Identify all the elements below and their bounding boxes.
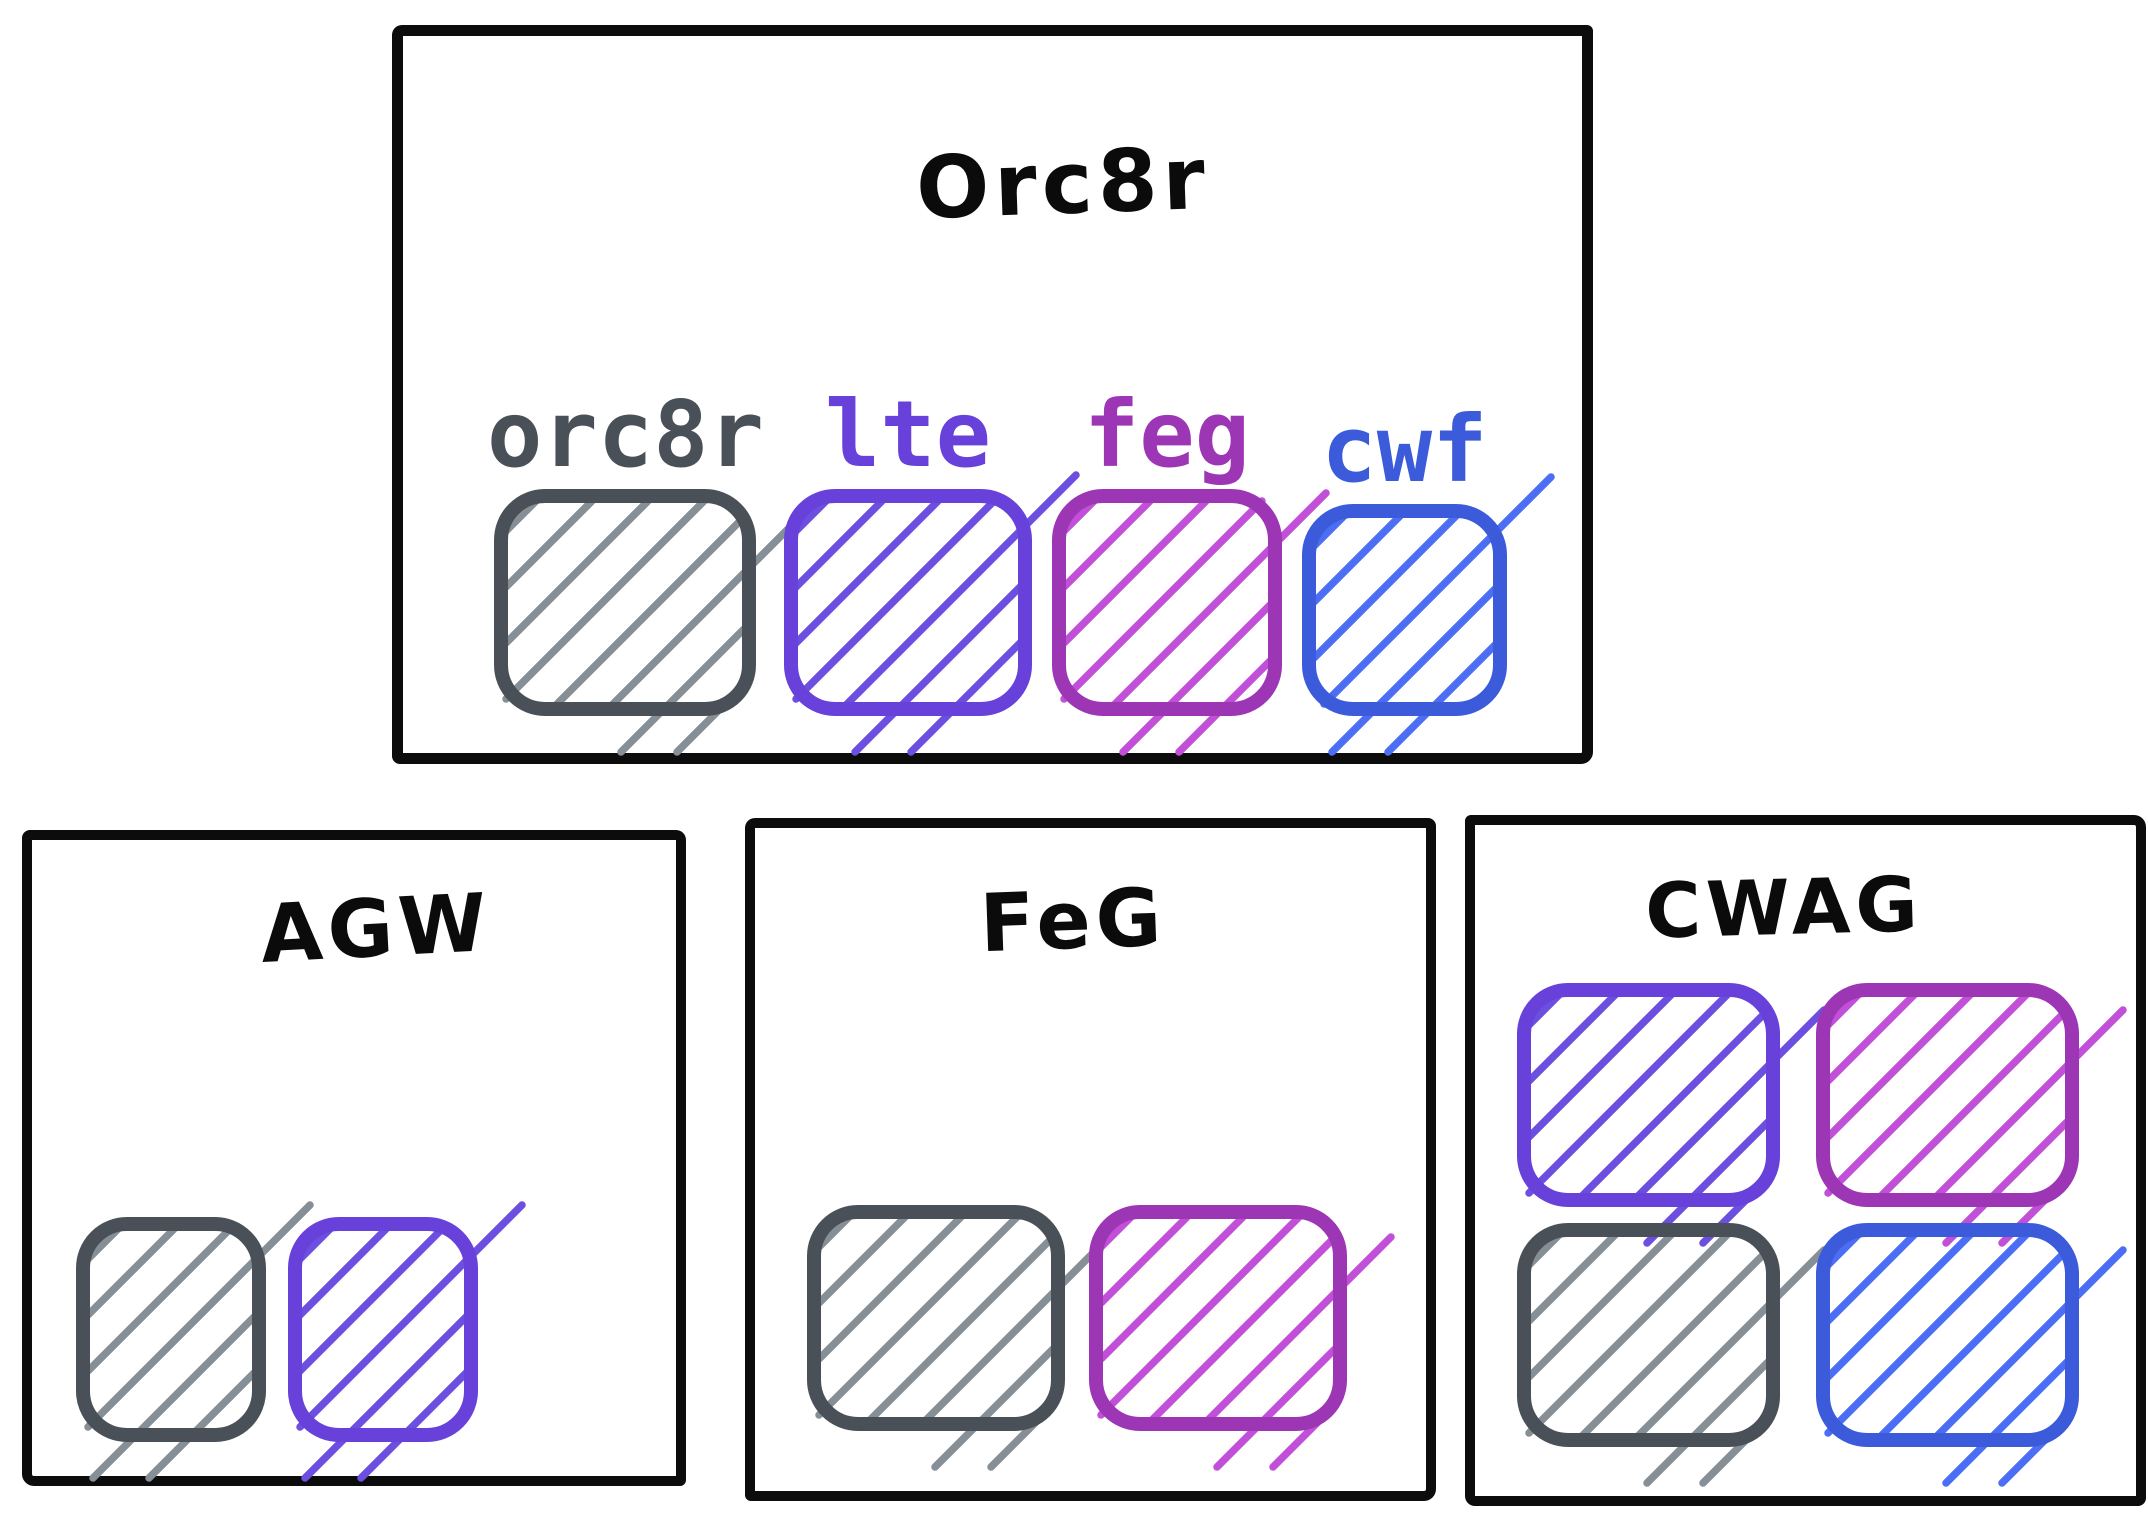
cwag-magenta-square: [1816, 983, 2127, 1247]
lte-module: lte: [783, 381, 1080, 756]
agw-box: AGW: [22, 830, 686, 1486]
cwag-squares: [1517, 983, 2127, 1487]
feg-gw-magenta-square: [1089, 1205, 1395, 1471]
feg-module: feg: [1051, 381, 1330, 756]
agw-purple-square: [288, 1201, 526, 1482]
orc8r-module: orc8r: [487, 381, 805, 756]
cwag-box: CWAG: [1465, 815, 2146, 1506]
agw-gray-square: [76, 1201, 314, 1482]
cwag-purple-square: [1517, 983, 1828, 1247]
cwag-box-title: CWAG: [1643, 859, 1924, 956]
feg-box-title: FeG: [977, 870, 1168, 971]
agw-box-title: AGW: [258, 876, 494, 981]
orc8r-box-title: Orc8r: [914, 128, 1212, 240]
lte-module-square: [783, 471, 1080, 756]
orc8r-module-square: [494, 489, 805, 756]
feg-module-label: feg: [1083, 381, 1251, 488]
lte-module-label: lte: [824, 381, 992, 488]
cwf-module-label: cwf: [1321, 396, 1488, 503]
feg-squares: [807, 1205, 1395, 1471]
feg-box: FeG: [745, 818, 1436, 1501]
cwag-blue-square: [1816, 1223, 2127, 1487]
cwf-module: cwf: [1301, 396, 1555, 756]
agw-squares: [76, 1201, 526, 1482]
feg-module-square: [1051, 489, 1330, 756]
cwf-module-square: [1301, 473, 1555, 756]
orc8r-module-label: orc8r: [487, 381, 764, 488]
feg-gw-gray-square: [807, 1205, 1113, 1471]
cwag-gray-square: [1517, 1223, 1828, 1487]
